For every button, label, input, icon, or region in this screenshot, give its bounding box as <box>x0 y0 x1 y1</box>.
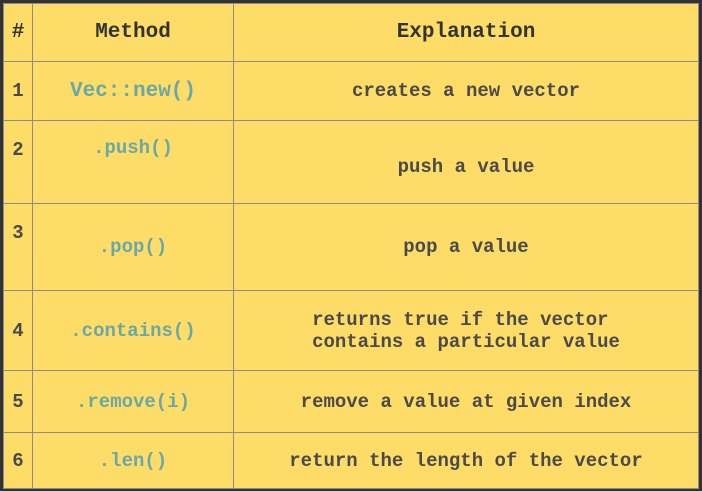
table-row: 6 .len() return the length of the vector <box>3 432 699 489</box>
row-method: .push() <box>32 120 234 204</box>
row-num: 1 <box>3 61 33 121</box>
table-row: 3 .pop() pop a value <box>3 203 699 291</box>
row-num: 2 <box>3 120 33 204</box>
explanation-line: returns true if the vector <box>312 308 609 331</box>
header-explanation: Explanation <box>233 3 699 62</box>
explanation-line: push a value <box>397 156 535 178</box>
explanation-line: pop a value <box>403 236 529 258</box>
row-explanation: remove a value at given index <box>233 370 699 433</box>
table-row: 2 .push() push a value <box>3 120 699 204</box>
header-row: # Method Explanation <box>3 3 699 62</box>
header-method: Method <box>32 3 234 62</box>
row-method: Vec::new() <box>32 61 234 121</box>
table-row: 4 .contains() returns true if the vector… <box>3 290 699 371</box>
explanation-line: return the length of the vector <box>289 449 643 472</box>
row-method: .len() <box>32 432 234 489</box>
header-num: # <box>3 3 33 62</box>
row-explanation: returns true if the vector contains a pa… <box>233 290 699 371</box>
row-explanation: return the length of the vector <box>233 432 699 489</box>
row-explanation: creates a new vector <box>233 61 699 121</box>
explanation-line: remove a value at given index <box>300 390 632 413</box>
row-explanation: push a value <box>233 120 699 204</box>
explanation-line: contains a particular value <box>312 330 620 353</box>
methods-table-container: # Method Explanation 1 Vec::new() create… <box>3 3 699 489</box>
explanation-block: returns true if the vector contains a pa… <box>312 309 620 353</box>
explanation-line: creates a new vector <box>351 80 581 102</box>
row-num: 4 <box>3 290 33 371</box>
row-method: .pop() <box>32 203 234 291</box>
row-num: 6 <box>3 432 33 489</box>
row-method: .contains() <box>32 290 234 371</box>
table-row: 1 Vec::new() creates a new vector <box>3 61 699 121</box>
table-row: 5 .remove(i) remove a value at given ind… <box>3 370 699 433</box>
row-num: 3 <box>3 203 33 291</box>
row-num: 5 <box>3 370 33 433</box>
vector-methods-table: # Method Explanation 1 Vec::new() create… <box>3 3 699 489</box>
row-method: .remove(i) <box>32 370 234 433</box>
row-explanation: pop a value <box>233 203 699 291</box>
